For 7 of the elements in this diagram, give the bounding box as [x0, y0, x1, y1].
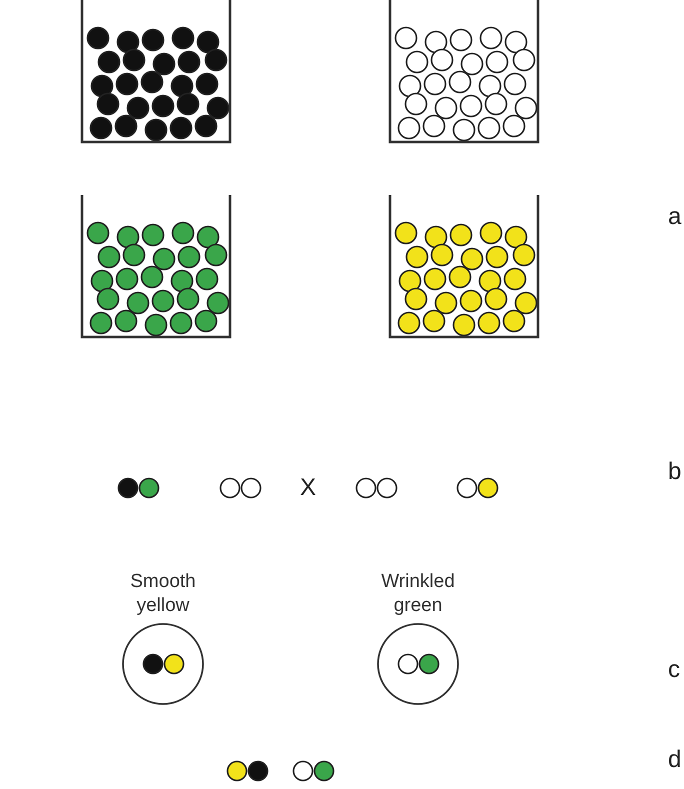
part-letter: d	[668, 748, 682, 772]
node-heading: Wrinkled green	[380, 570, 456, 618]
part-letter: a	[668, 205, 682, 229]
node-heading: Smooth yellow	[129, 570, 197, 618]
cross-sign: X	[300, 476, 316, 500]
part-letter: c	[668, 658, 680, 682]
part-letter: b	[668, 460, 682, 484]
